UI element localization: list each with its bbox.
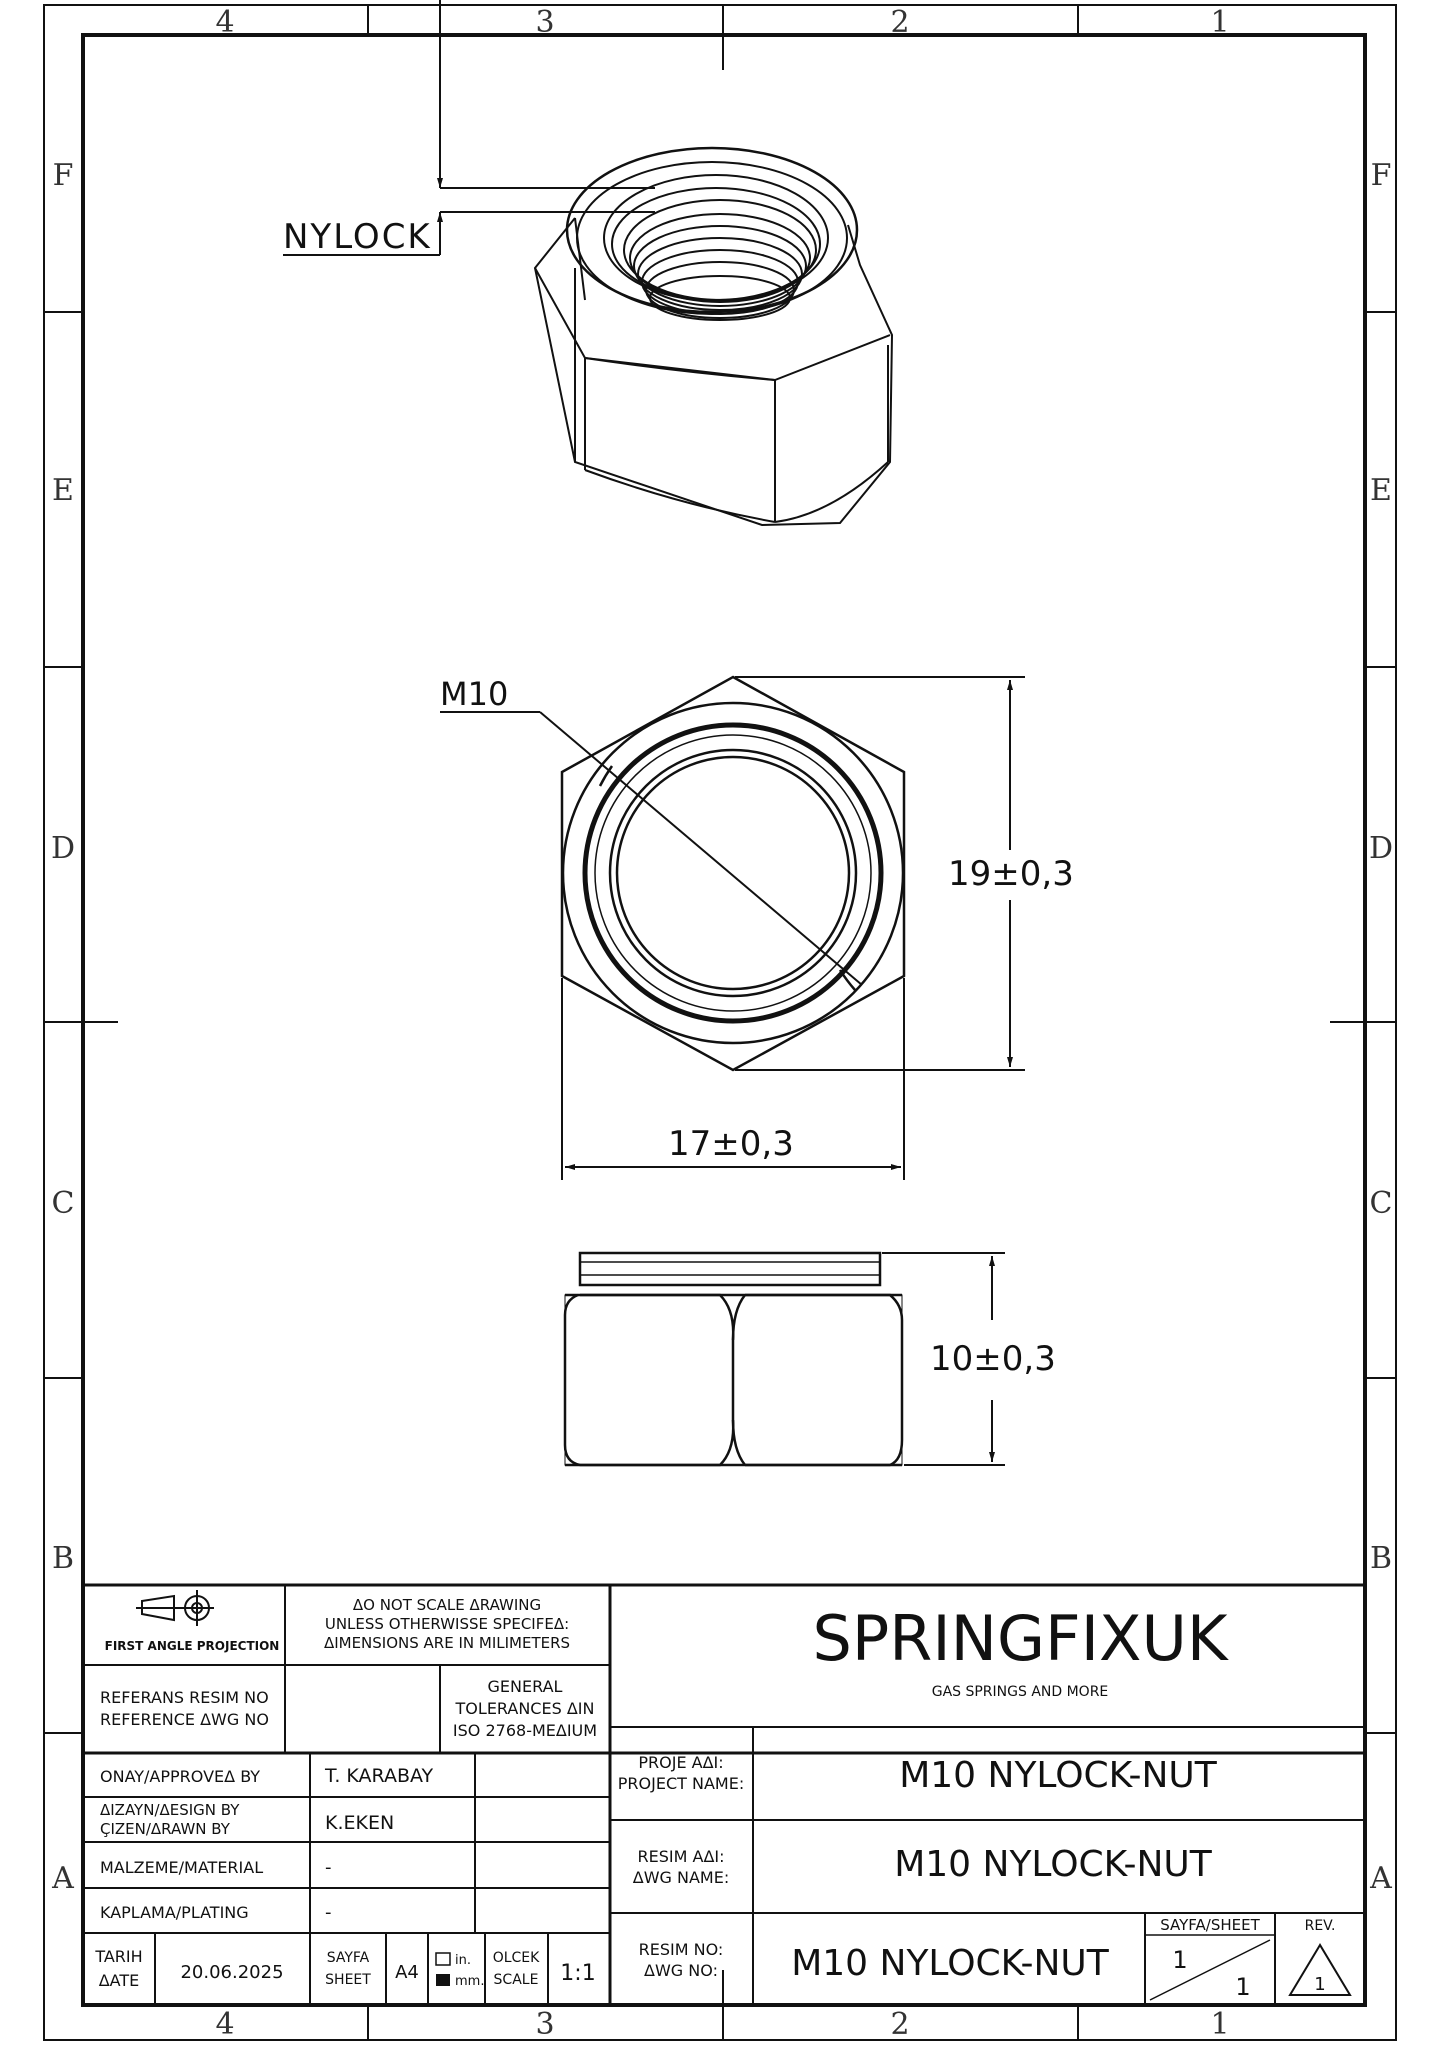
sheet-total: 1 <box>1235 1973 1250 2001</box>
zone-row-d-right: D <box>1369 831 1393 866</box>
zone-labels: 4 3 2 1 4 3 2 1 F E D C B A F E D C B A <box>51 5 1393 2042</box>
material-value: - <box>325 1857 332 1878</box>
zone-dividers <box>44 5 1396 2040</box>
scale-label-2: SCALE <box>494 1972 539 1988</box>
zone-col-4-bottom: 4 <box>215 2007 234 2042</box>
unit-mm-label: mm. <box>455 1974 484 1989</box>
zone-row-a-left: A <box>51 1861 74 1896</box>
projection-symbol-icon <box>136 1590 214 1626</box>
dim-10 <box>882 1252 1005 1466</box>
date-label-1: TARIH <box>94 1947 142 1966</box>
zone-row-f-right: F <box>1371 158 1392 193</box>
top-view <box>560 675 906 1072</box>
rev-label: REV. <box>1305 1918 1336 1934</box>
company-tagline: GAS SPRINGS AND MORE <box>932 1684 1109 1700</box>
plating-value: - <box>325 1902 332 1923</box>
scale-value: 1:1 <box>560 1961 595 1986</box>
sheet-size: A4 <box>395 1962 419 1983</box>
scale-note-line-2: UNLESS OTHERWISSE SPECIFEΔ: <box>325 1615 569 1633</box>
dwg-no-label-1: RESIM NO: <box>639 1940 724 1959</box>
sheet-label-2: SHEET <box>325 1972 371 1988</box>
dim-19 <box>735 676 1025 1071</box>
dim-17 <box>561 978 905 1180</box>
zone-col-2-top: 2 <box>890 5 909 40</box>
zone-row-b-right: B <box>1370 1541 1392 1576</box>
zone-col-2-bottom: 2 <box>890 2007 909 2042</box>
zone-row-c-left: C <box>52 1186 75 1221</box>
project-label-1: PROJE AΔI: <box>638 1753 723 1772</box>
dim-10-label: 10±0,3 <box>930 1339 1056 1379</box>
zone-col-3-bottom: 3 <box>535 2007 554 2042</box>
rev-triangle-icon <box>1288 1943 1352 1996</box>
design-label-2: ÇIZEN/ΔRAWN BY <box>100 1820 231 1838</box>
sheet-number: 1 <box>1172 1946 1187 1974</box>
material-label: MALZEME/MATERIAL <box>100 1858 263 1877</box>
dwg-name-label-2: ΔWG NAME: <box>633 1868 729 1887</box>
zone-row-d-left: D <box>51 831 75 866</box>
dwg-name-value: M10 NYLOCK-NUT <box>894 1844 1213 1885</box>
rev-value: 1 <box>1314 1974 1325 1995</box>
side-view <box>563 1251 904 1467</box>
reference-label-1: REFERANS RESIM NO <box>100 1688 269 1707</box>
zone-row-e-right: E <box>1370 473 1392 508</box>
zone-row-c-right: C <box>1370 1186 1393 1221</box>
sayfa-label: SAYFA/SHEET <box>1160 1916 1260 1934</box>
zone-row-f-left: F <box>53 158 74 193</box>
iso-view <box>533 146 894 527</box>
title-block-grid <box>81 1583 1367 2007</box>
m10-label: M10 <box>440 675 508 713</box>
plating-label: KAPLAMA/PLATING <box>100 1903 249 1922</box>
zone-col-1-bottom: 1 <box>1210 2007 1229 2042</box>
unit-in-label: in. <box>455 1953 471 1968</box>
nylock-label: NYLOCK <box>283 217 432 257</box>
tolerance-line-2: TOLERANCES ΔIN <box>455 1699 595 1718</box>
tolerance-line-3: ISO 2768-MEΔIUM <box>453 1721 597 1740</box>
scale-note-line-1: ΔO NOT SCALE ΔRAWING <box>353 1596 541 1614</box>
scale-label-1: OLCEK <box>493 1950 540 1966</box>
zone-row-a-right: A <box>1369 1861 1392 1896</box>
tolerance-line-1: GENERAL <box>488 1677 563 1696</box>
nylock-callout <box>283 0 655 256</box>
sheet-label-1: SAYFA <box>327 1950 370 1966</box>
date-value: 20.06.2025 <box>180 1962 283 1983</box>
company-name: SPRINGFIXUK <box>813 1602 1229 1675</box>
design-label-1: ΔIZAYN/ΔESIGN BY <box>100 1801 240 1819</box>
approved-label: ONAY/APPROVEΔ BY <box>100 1767 260 1786</box>
dim-19-label: 19±0,3 <box>948 854 1074 894</box>
reference-label-2: REFERENCE ΔWG NO <box>100 1710 269 1729</box>
dwg-name-label-1: RESIM AΔI: <box>638 1847 725 1866</box>
dwg-no-value: M10 NYLOCK-NUT <box>791 1943 1110 1984</box>
date-label-2: ΔATE <box>99 1971 140 1990</box>
zone-row-b-left: B <box>52 1541 74 1576</box>
dwg-no-label-2: ΔWG NO: <box>644 1961 718 1980</box>
dim-17-label: 17±0,3 <box>668 1124 794 1164</box>
scale-note-line-3: ΔIMENSIONS ARE IN MILIMETERS <box>324 1634 570 1652</box>
project-value: M10 NYLOCK-NUT <box>899 1755 1218 1796</box>
zone-col-4-top: 4 <box>215 5 234 40</box>
m10-callout <box>440 711 863 986</box>
zone-col-1-top: 1 <box>1210 5 1229 40</box>
approved-value: T. KARABAY <box>324 1765 434 1787</box>
unit-in-checkbox <box>435 1952 451 1966</box>
design-value: K.EKEN <box>325 1812 394 1834</box>
zone-row-e-left: E <box>52 473 74 508</box>
project-label-2: PROJECT NAME: <box>618 1774 744 1793</box>
projection-label: FIRST ANGLE PROJECTION <box>105 1639 280 1653</box>
unit-mm-checkbox <box>436 1974 450 1986</box>
zone-col-3-top: 3 <box>535 5 554 40</box>
